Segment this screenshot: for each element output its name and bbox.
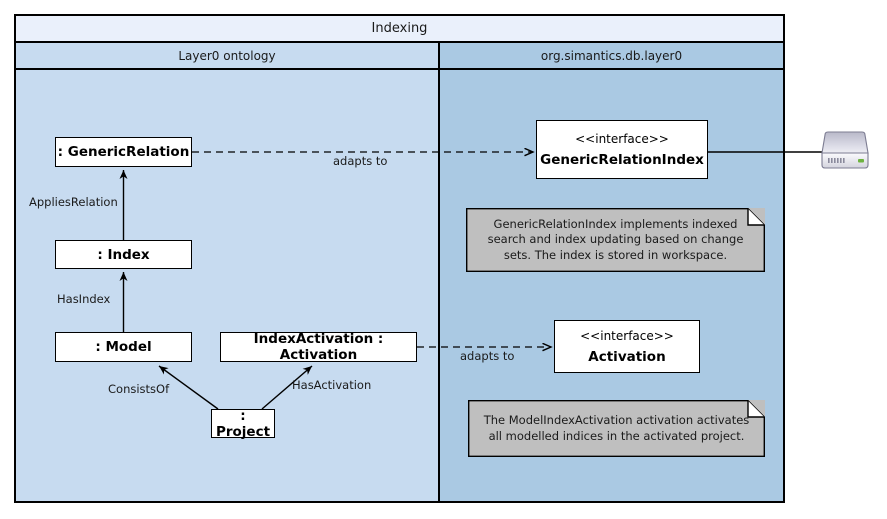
edge-label-has-activation: HasActivation: [292, 378, 372, 392]
class-box-project[interactable]: : Project: [211, 407, 275, 440]
class-box-generic-relation[interactable]: : GenericRelation: [55, 137, 192, 167]
class-box-index-activation[interactable]: IndexActivation : Activation: [220, 331, 417, 363]
column-header-left-label: Layer0 ontology: [178, 48, 276, 63]
class-name-generic-relation: : GenericRelation: [57, 144, 190, 160]
class-box-model[interactable]: : Model: [55, 332, 192, 362]
stereotype-generic-relation-index: <<interface>>: [575, 131, 669, 146]
interface-box-activation[interactable]: <<interface>> Activation: [554, 320, 700, 373]
edge-label-consists-of: ConsistsOf: [108, 382, 170, 396]
interface-name-generic-relation-index: GenericRelationIndex: [540, 151, 704, 168]
note-model-index-activation[interactable]: The ModelIndexActivation activation acti…: [468, 400, 765, 457]
hard-drive-icon[interactable]: [816, 129, 874, 174]
column-header-right: org.simantics.db.layer0: [440, 43, 783, 70]
note-shape: [468, 400, 765, 457]
class-box-index[interactable]: : Index: [55, 240, 192, 269]
note-shape: [466, 208, 765, 272]
interface-name-activation: Activation: [588, 348, 666, 365]
note-generic-relation-index[interactable]: GenericRelationIndex implements indexed …: [466, 208, 765, 272]
note-generic-relation-index-text: GenericRelationIndex implements indexed …: [487, 216, 744, 262]
hard-drive-vents: [828, 158, 845, 163]
class-name-model: : Model: [95, 339, 152, 355]
hard-drive-front: [821, 152, 869, 169]
interface-box-generic-relation-index[interactable]: <<interface>> GenericRelationIndex: [536, 120, 708, 179]
edge-label-has-index: HasIndex: [57, 292, 111, 306]
hard-drive-led: [858, 159, 864, 163]
column-header-left: Layer0 ontology: [16, 43, 438, 70]
hard-drive-casing: [821, 131, 869, 154]
column-header-right-label: org.simantics.db.layer0: [540, 48, 683, 63]
edge-label-adapts-to-activation: adapts to: [460, 349, 515, 363]
class-name-index-activation: IndexActivation : Activation: [253, 331, 384, 363]
package-title: Indexing: [16, 16, 783, 43]
class-name-index: : Index: [97, 246, 150, 263]
edge-label-applies-relation: AppliesRelation: [29, 195, 118, 209]
stereotype-activation: <<interface>>: [580, 328, 674, 343]
edge-label-adapts-to-generic-relation: adapts to: [333, 154, 388, 168]
note-model-index-activation-text: The ModelIndexActivation activation acti…: [483, 412, 750, 443]
package-title-label: Indexing: [371, 21, 428, 36]
class-name-project: : Project: [215, 407, 271, 440]
